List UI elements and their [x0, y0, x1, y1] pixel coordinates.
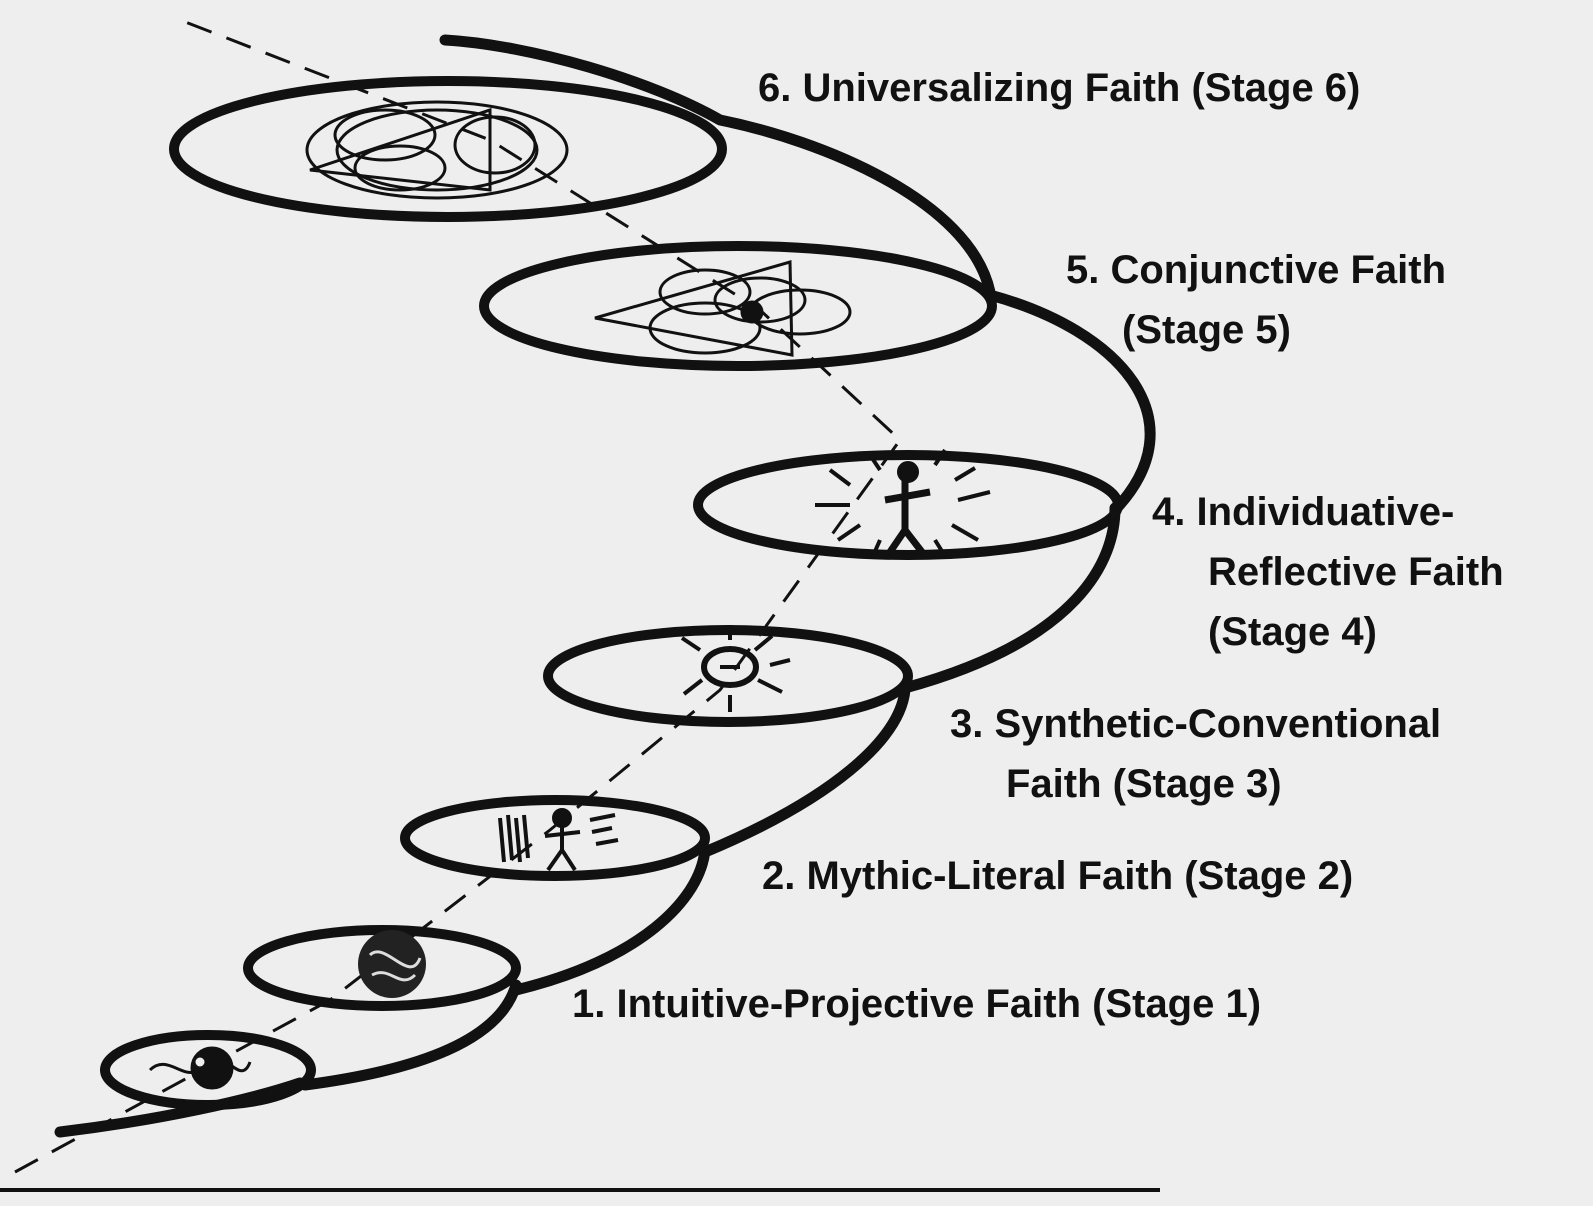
swirl-scribble-icon-stage-0 [148, 1046, 252, 1090]
swirl-scribble-icon [358, 930, 426, 998]
stage-4-label: 4. Individuative- Reflective Faith (Stag… [1152, 482, 1504, 662]
spiral-ring-5 [479, 241, 997, 371]
star-burst-icon [680, 625, 791, 712]
stage-5-label: 5. Conjunctive Faith (Stage 5) [1066, 240, 1446, 360]
figure-burst-icon [815, 448, 991, 559]
spiral-ring-2 [400, 795, 710, 881]
stage-3-label-line-2: Faith (Stage 3) [1006, 762, 1282, 806]
spiral-sweep [54, 34, 1156, 1138]
spiral-ring-1 [243, 925, 521, 1011]
stage-3-label: 3. Synthetic-Conventional Faith (Stage 3… [950, 694, 1441, 814]
stage-5-label-line-1: 5. Conjunctive Faith [1066, 248, 1447, 292]
triangle-circles-icon [594, 260, 852, 357]
circles-triangle-icon [305, 100, 569, 200]
dashed-axis-line [14, 16, 902, 1174]
stage-6-label-line-1: 6. Universalizing Faith (Stage 6) [758, 66, 1361, 110]
stage-4-label-line-1: 4. Individuative- [1152, 490, 1455, 534]
stage-1-label-line-1: 1. Intuitive-Projective Faith (Stage 1) [572, 982, 1262, 1026]
spiral-ring-6 [169, 76, 727, 222]
stage-2-label: 2. Mythic-Literal Faith (Stage 2) [762, 846, 1353, 906]
stage-2-label-line-1: 2. Mythic-Literal Faith (Stage 2) [762, 854, 1354, 898]
stage-1-label: 1. Intuitive-Projective Faith (Stage 1) [572, 974, 1261, 1034]
stage-6-label: 6. Universalizing Faith (Stage 6) [758, 58, 1360, 118]
stage-5-label-line-2: (Stage 5) [1122, 308, 1291, 352]
stick-figure-icon [498, 808, 619, 872]
stage-4-label-line-2: Reflective Faith [1208, 550, 1504, 594]
stage-3-label-line-1: 3. Synthetic-Conventional [950, 702, 1442, 746]
stage-4-label-line-3: (Stage 4) [1208, 610, 1377, 654]
